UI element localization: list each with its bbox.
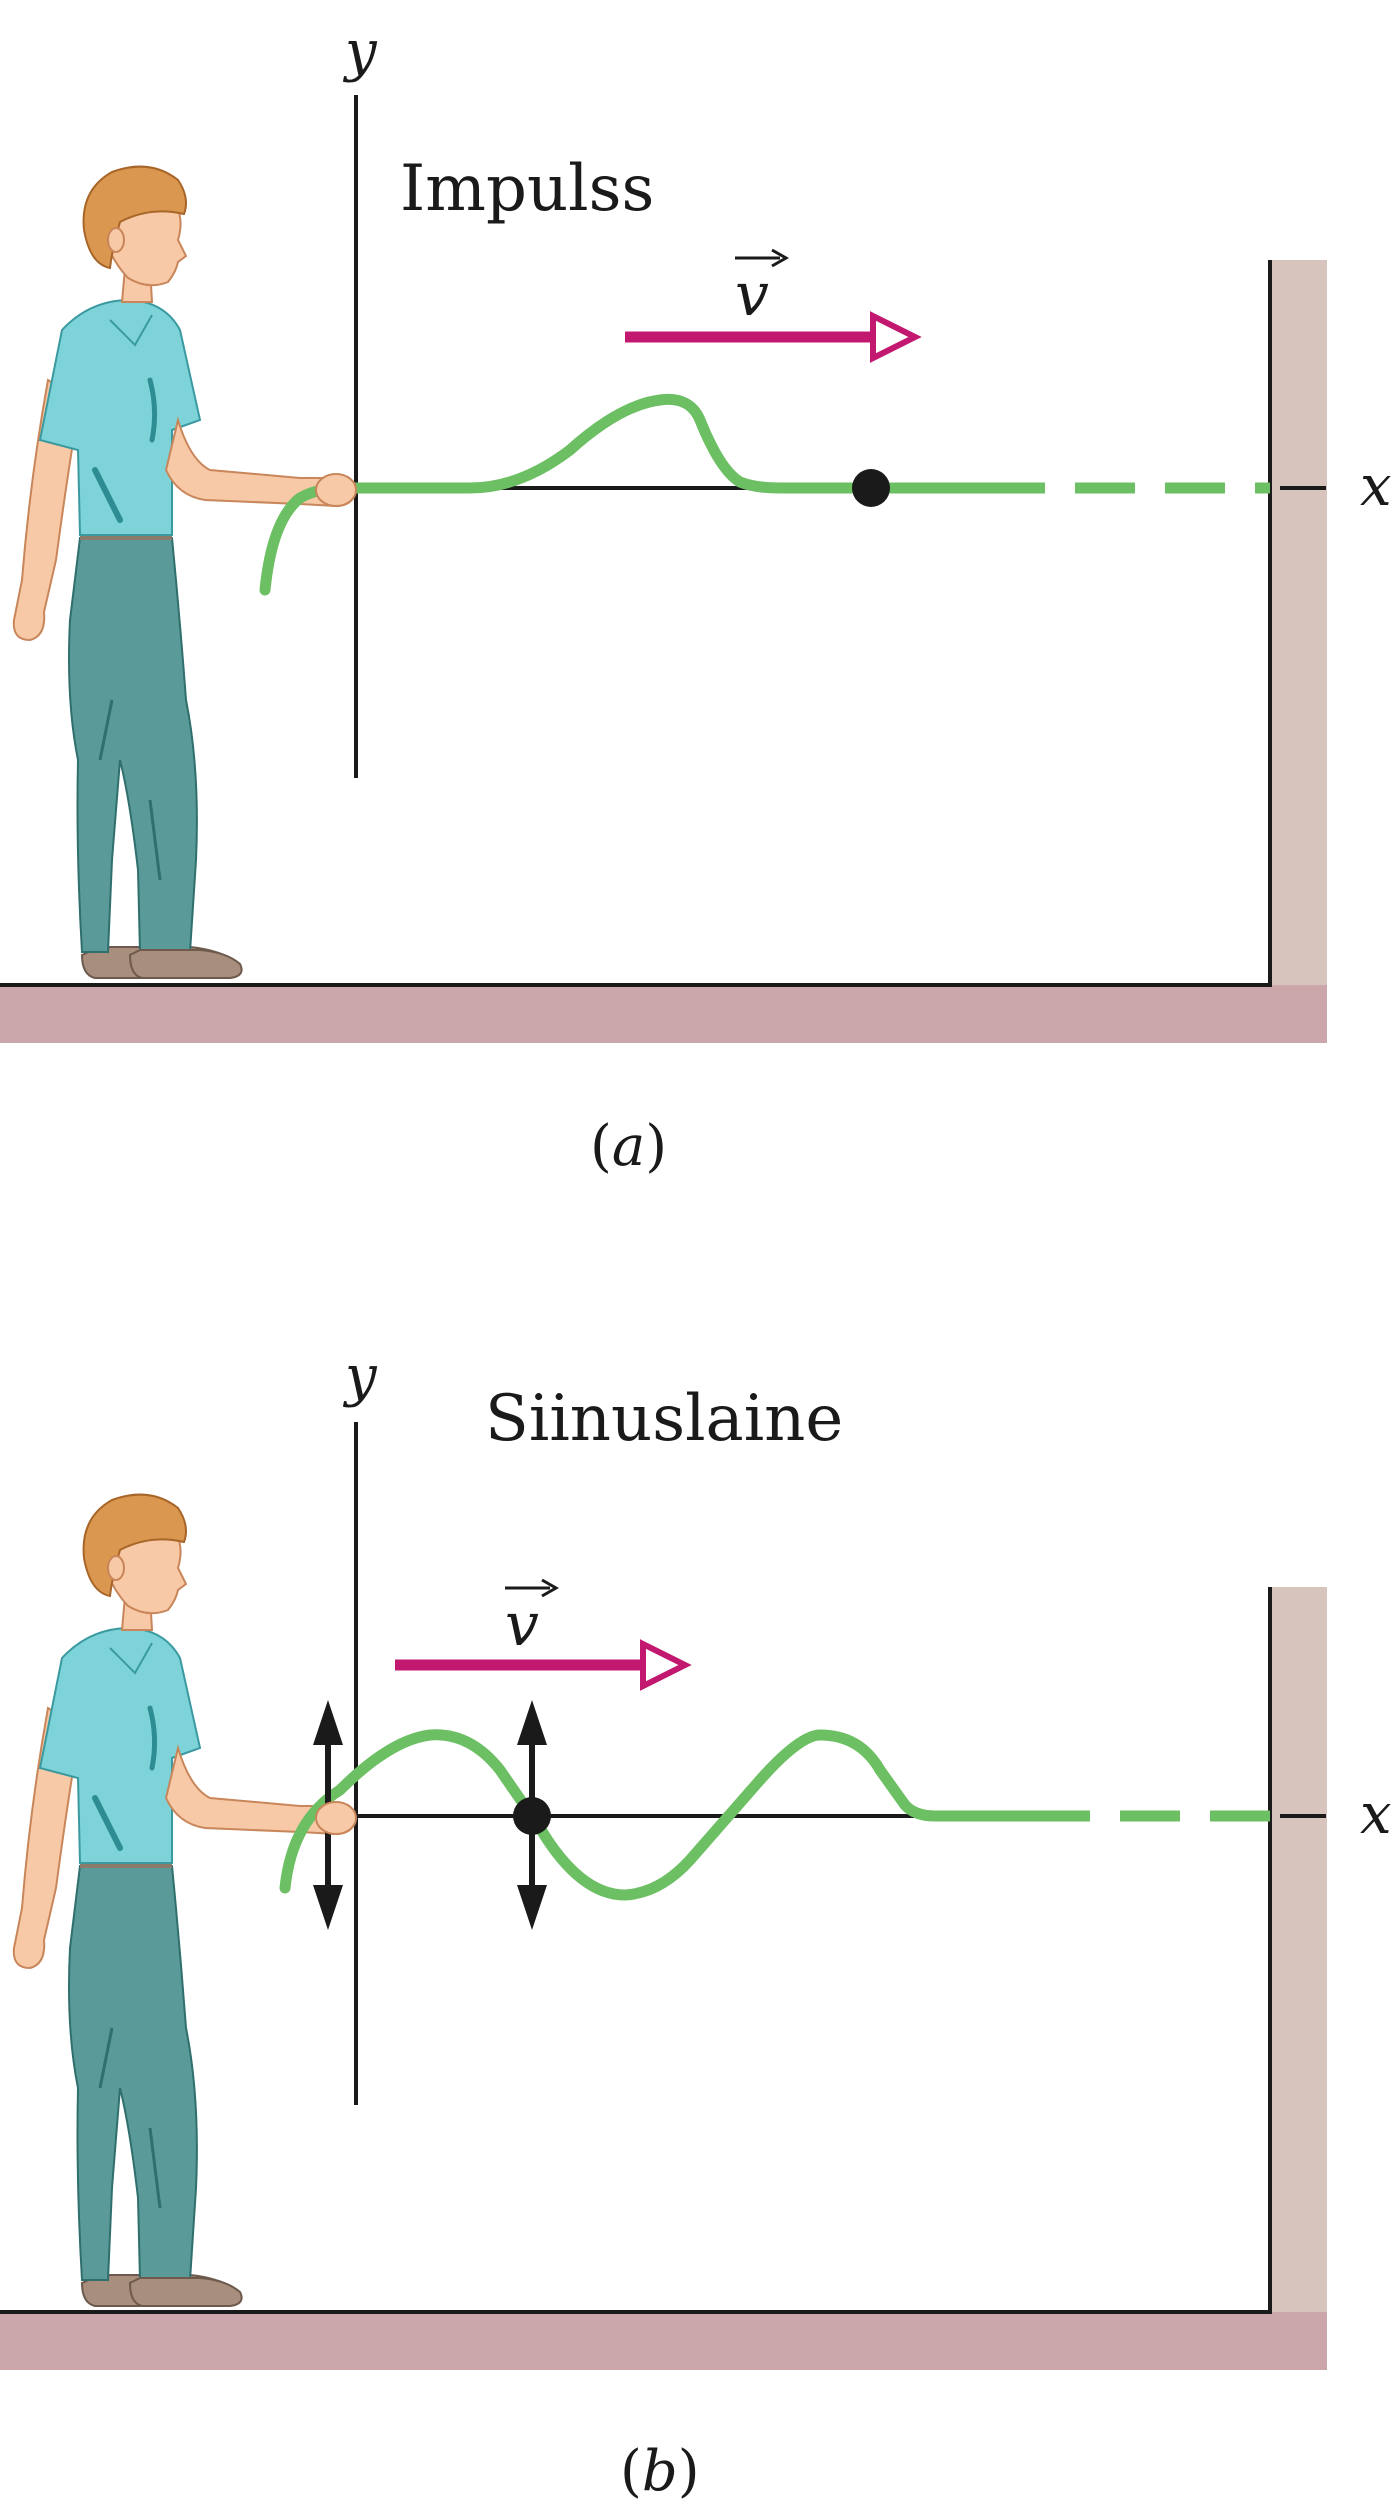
panel-title: Impulss [400, 152, 654, 226]
rope-sine-wave [279, 1729, 1036, 1901]
velocity-arrow-head [870, 311, 922, 363]
rope-pulse [356, 393, 985, 494]
hand [315, 1801, 357, 1835]
wall [1270, 260, 1327, 985]
floor [0, 985, 1327, 1043]
panel-a: y x Impulss v (a) [0, 19, 1392, 1179]
person-figure [14, 167, 356, 978]
panel-caption: (b) [620, 2439, 700, 2504]
floor [0, 2312, 1327, 2370]
rope-point [852, 469, 890, 507]
velocity-arrow-head [640, 1639, 692, 1691]
hand [315, 473, 357, 507]
y-axis-label: y [342, 19, 378, 84]
panel-b: y x Siinuslaine v [0, 1344, 1392, 2504]
panel-title: Siinuslaine [485, 1382, 843, 1456]
y-axis-label: y [342, 1344, 378, 1409]
x-axis-label: x [1360, 1782, 1392, 1847]
x-axis-label: x [1360, 454, 1392, 519]
rope-point [513, 1797, 551, 1835]
wall [1270, 1587, 1327, 2312]
velocity-label: v [505, 1590, 539, 1660]
person-figure [14, 1495, 356, 2306]
velocity-label: v [735, 260, 769, 330]
panel-caption: (a) [590, 1114, 667, 1179]
